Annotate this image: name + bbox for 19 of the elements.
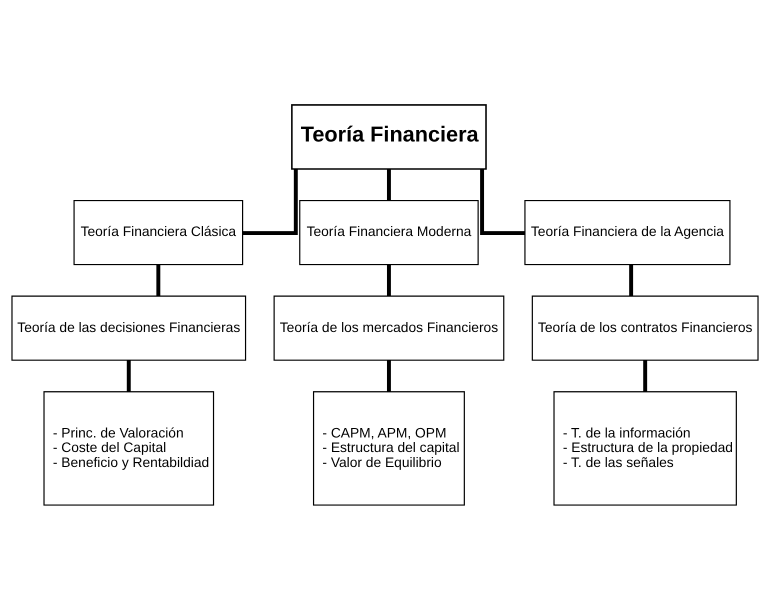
connector	[386, 168, 391, 200]
node-box: - CAPM, APM, OPM - Estructura del capital - Valor de Equilibrio	[312, 390, 465, 506]
node-box: Teoría de las decisiones Financieras	[11, 295, 246, 360]
connector	[242, 168, 298, 235]
node-box: Teoría Financiera	[291, 104, 487, 170]
node-box: Teoría Financiera de la Agencia	[524, 199, 731, 265]
connector	[480, 168, 525, 235]
connector	[643, 360, 648, 391]
connector	[126, 360, 131, 391]
connector	[386, 264, 391, 296]
node-box: Teoría de los contratos Financieros	[532, 295, 759, 360]
connector	[156, 264, 160, 296]
connector	[629, 264, 634, 296]
node-box: Teoría Financiera Clásica	[73, 199, 244, 265]
node-box: Teoría de los mercados Financieros	[274, 295, 504, 360]
connector	[386, 360, 391, 391]
node-box: - T. de la información - Estructura de la propiedad - T. de las señales	[553, 390, 737, 506]
node-box: - Princ. de Valoración - Coste del Capital - Beneficio y Rentabildiad	[43, 390, 214, 506]
node-box: Teoría Financiera Moderna	[299, 199, 479, 265]
